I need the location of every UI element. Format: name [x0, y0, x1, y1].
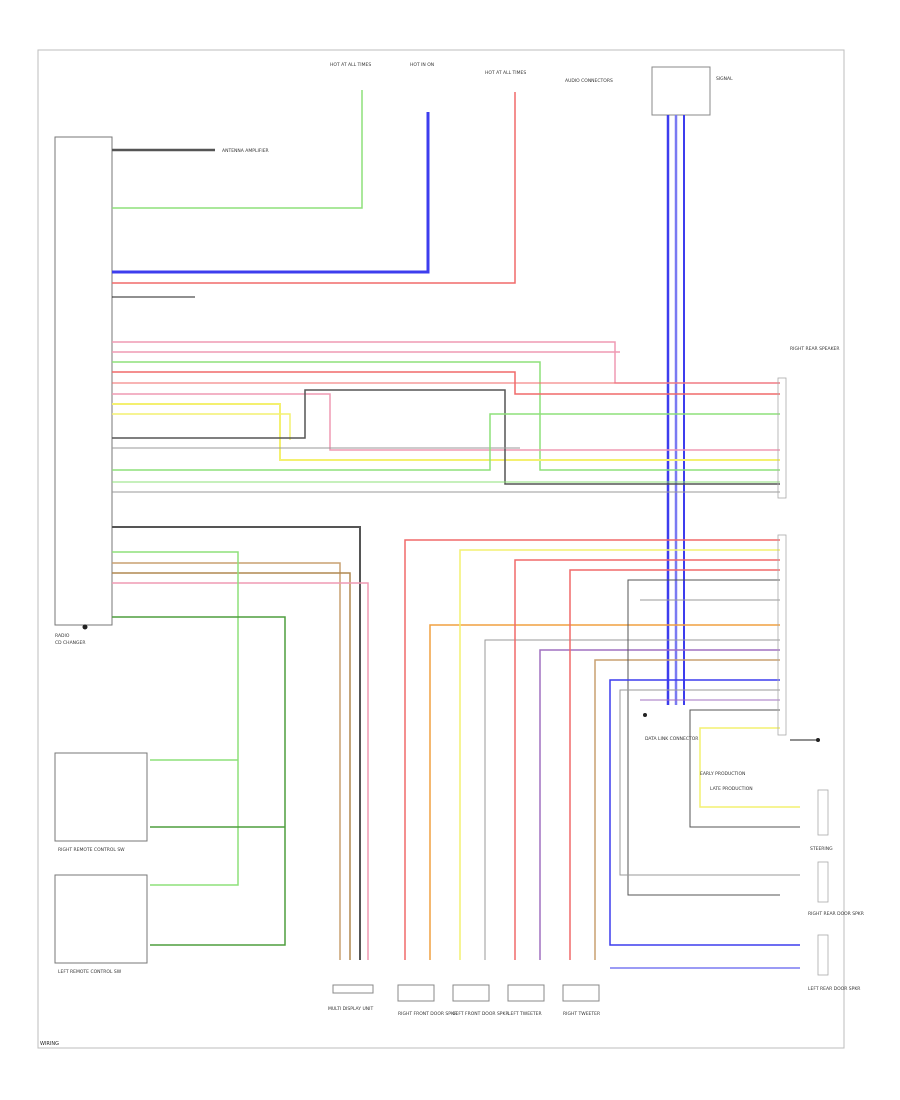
wire-green-low-2 [112, 616, 286, 946]
speaker-symbols [332, 984, 600, 1002]
wire-green-1 [112, 90, 363, 209]
radio-unit-box [54, 136, 113, 626]
top-feed-2-label: HOT IN ON [410, 62, 434, 68]
right-front-door-label: RIGHT FRONT DOOR SPKR [398, 1011, 457, 1017]
wire-blue-1 [112, 112, 430, 274]
wire-dkgray-2 [112, 526, 361, 960]
steering-label: STEERING [810, 846, 833, 852]
speaker-harness [112, 341, 780, 493]
wire-tan-1 [112, 562, 341, 960]
wire-pink-low [112, 582, 369, 960]
wire-gray-low [112, 572, 351, 960]
wire-red-1 [112, 92, 516, 284]
data-link-connector [777, 534, 787, 736]
right-rear-speaker-connector [777, 377, 787, 499]
right-tweeter-label: RIGHT TWEETER [563, 1011, 600, 1017]
radio-unit-sublabel: CD CHANGER [55, 640, 85, 646]
left-rear-door-label: LEFT REAR DOOR SPKR [808, 986, 860, 992]
antenna-label: ANTENNA AMPLIFIER [222, 148, 269, 154]
left-remote-switch-box [54, 874, 148, 964]
ground-dot-left [643, 713, 647, 717]
right-rear-speaker-label: RIGHT REAR SPEAKER [790, 346, 840, 352]
page-code: WIRING [40, 1041, 59, 1047]
wire-green-low-1 [112, 551, 239, 886]
right-remote-switch-box [54, 752, 148, 842]
right-rear-door-label: RIGHT REAR DOOR SPKR [808, 911, 864, 917]
radio-ground-dot [82, 624, 88, 630]
left-remote-label: LEFT REMOTE CONTROL SW [58, 969, 122, 975]
ground-dot-right [816, 738, 820, 742]
left-front-door-label: LEFT FRONT DOOR SPKR [453, 1011, 509, 1017]
rear-door-connector-2 [817, 861, 829, 903]
rear-door-connector-3 [817, 934, 829, 976]
multi-display-label: MULTI DISPLAY UNIT [328, 1006, 373, 1012]
radio-unit-label: RADIO [55, 633, 70, 639]
top-feed-3-label: HOT AT ALL TIMES [485, 70, 526, 76]
late-production-label: LATE PRODUCTION [710, 786, 753, 792]
early-production-label: EARLY PRODUCTION [700, 771, 745, 777]
top-feed-1-label: HOT AT ALL TIMES [330, 62, 371, 68]
fuse-box-top-right [651, 66, 711, 116]
lower-speaker-wires [404, 539, 800, 969]
rear-door-connector [817, 789, 829, 836]
top-feed-4-label: AUDIO CONNECTORS [565, 78, 613, 84]
data-link-label: DATA LINK CONNECTOR [645, 736, 698, 742]
left-tweeter-label: LEFT TWEETER [508, 1011, 542, 1017]
right-remote-label: RIGHT REMOTE CONTROL SW [58, 847, 125, 853]
diagram-border [37, 49, 845, 1049]
top-feed-5-label: SIGNAL [716, 76, 733, 82]
